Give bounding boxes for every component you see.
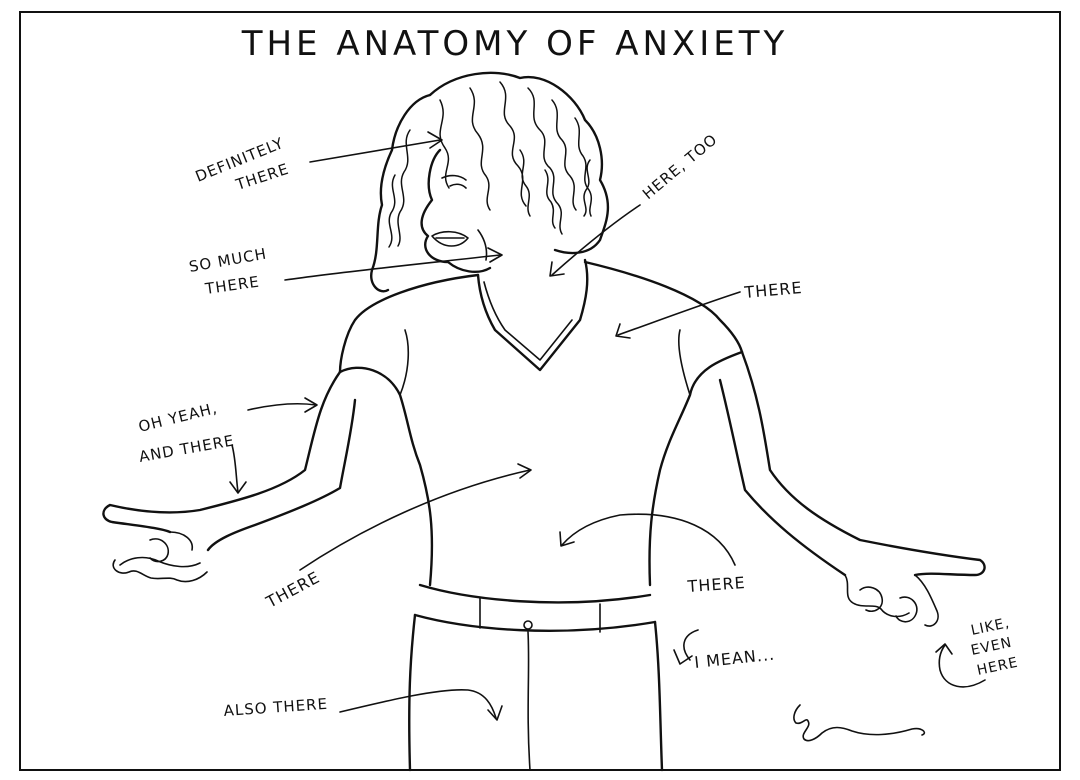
comic-frame — [19, 11, 1061, 771]
label-arrows — [229, 131, 986, 721]
right-arm — [718, 350, 986, 627]
neck-collar — [476, 258, 589, 372]
woman-figure — [102, 71, 986, 772]
face — [420, 148, 492, 274]
label-there-stomach: THERE — [686, 573, 746, 596]
comic-title: THE ANATOMY OF ANXIETY — [241, 24, 789, 64]
belt-pants — [408, 583, 664, 772]
artist-signature — [793, 704, 926, 742]
left-arm — [102, 370, 357, 583]
curly-hair — [370, 71, 610, 293]
torso — [338, 260, 744, 587]
